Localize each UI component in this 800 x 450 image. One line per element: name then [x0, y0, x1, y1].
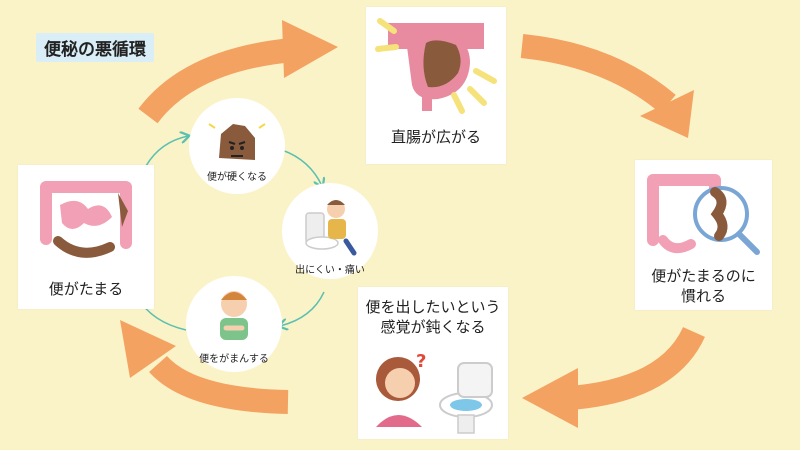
- orange-arrow-top-left: [138, 20, 338, 124]
- box-sensation-dulls: 便を出したいという 感覚が鈍くなる ?: [358, 287, 508, 439]
- circle-painful: 出にくい・痛い: [282, 183, 378, 279]
- girl-toilet-illustration: ?: [376, 351, 493, 434]
- circle-holding-in: 便をがまんする: [186, 276, 282, 372]
- box-rectum-widens: 直腸が広がる: [366, 7, 506, 164]
- boy-holding-belly-icon: [220, 291, 248, 340]
- circle-stool-hardens: 便が硬くなる: [189, 98, 285, 194]
- orange-arrow-bottom-right: [522, 326, 705, 428]
- large-intestine-illustration: [40, 181, 132, 258]
- circle-hold-label: 便をがまんする: [199, 354, 269, 365]
- teal-arrow-2: [281, 149, 322, 186]
- box-rectum-label: 直腸が広がる: [390, 128, 481, 146]
- box-dull-label-2: 感覚が鈍くなる: [380, 318, 486, 336]
- orange-arrow-bottom-left: [120, 320, 289, 414]
- box-used-to-label-2: 慣れる: [680, 287, 726, 305]
- boy-on-toilet-icon: [305, 200, 357, 256]
- teal-arrow-1: [145, 136, 188, 167]
- box-stool-accumulates: 便がたまる: [18, 165, 154, 309]
- box-used-to-label-1: 便がたまるのに: [651, 267, 756, 285]
- box-used-to-accumulation: 便がたまるのに 慣れる: [635, 160, 772, 310]
- teal-arrow-3: [280, 291, 325, 326]
- orange-arrow-top-right: [520, 34, 694, 138]
- intestine-magnifier-illustration: [647, 174, 760, 255]
- rectum-illustration: [375, 18, 497, 114]
- box-dull-label-1: 便を出したいという: [365, 298, 501, 316]
- diagram-title: 便秘の悪循環: [36, 33, 154, 62]
- hard-stool-character-icon: [208, 123, 266, 160]
- box-accumulate-label: 便がたまる: [48, 280, 124, 298]
- circle-pain-label: 出にくい・痛い: [295, 265, 365, 276]
- svg-text:?: ?: [416, 351, 426, 372]
- circle-hard-label: 便が硬くなる: [207, 172, 267, 183]
